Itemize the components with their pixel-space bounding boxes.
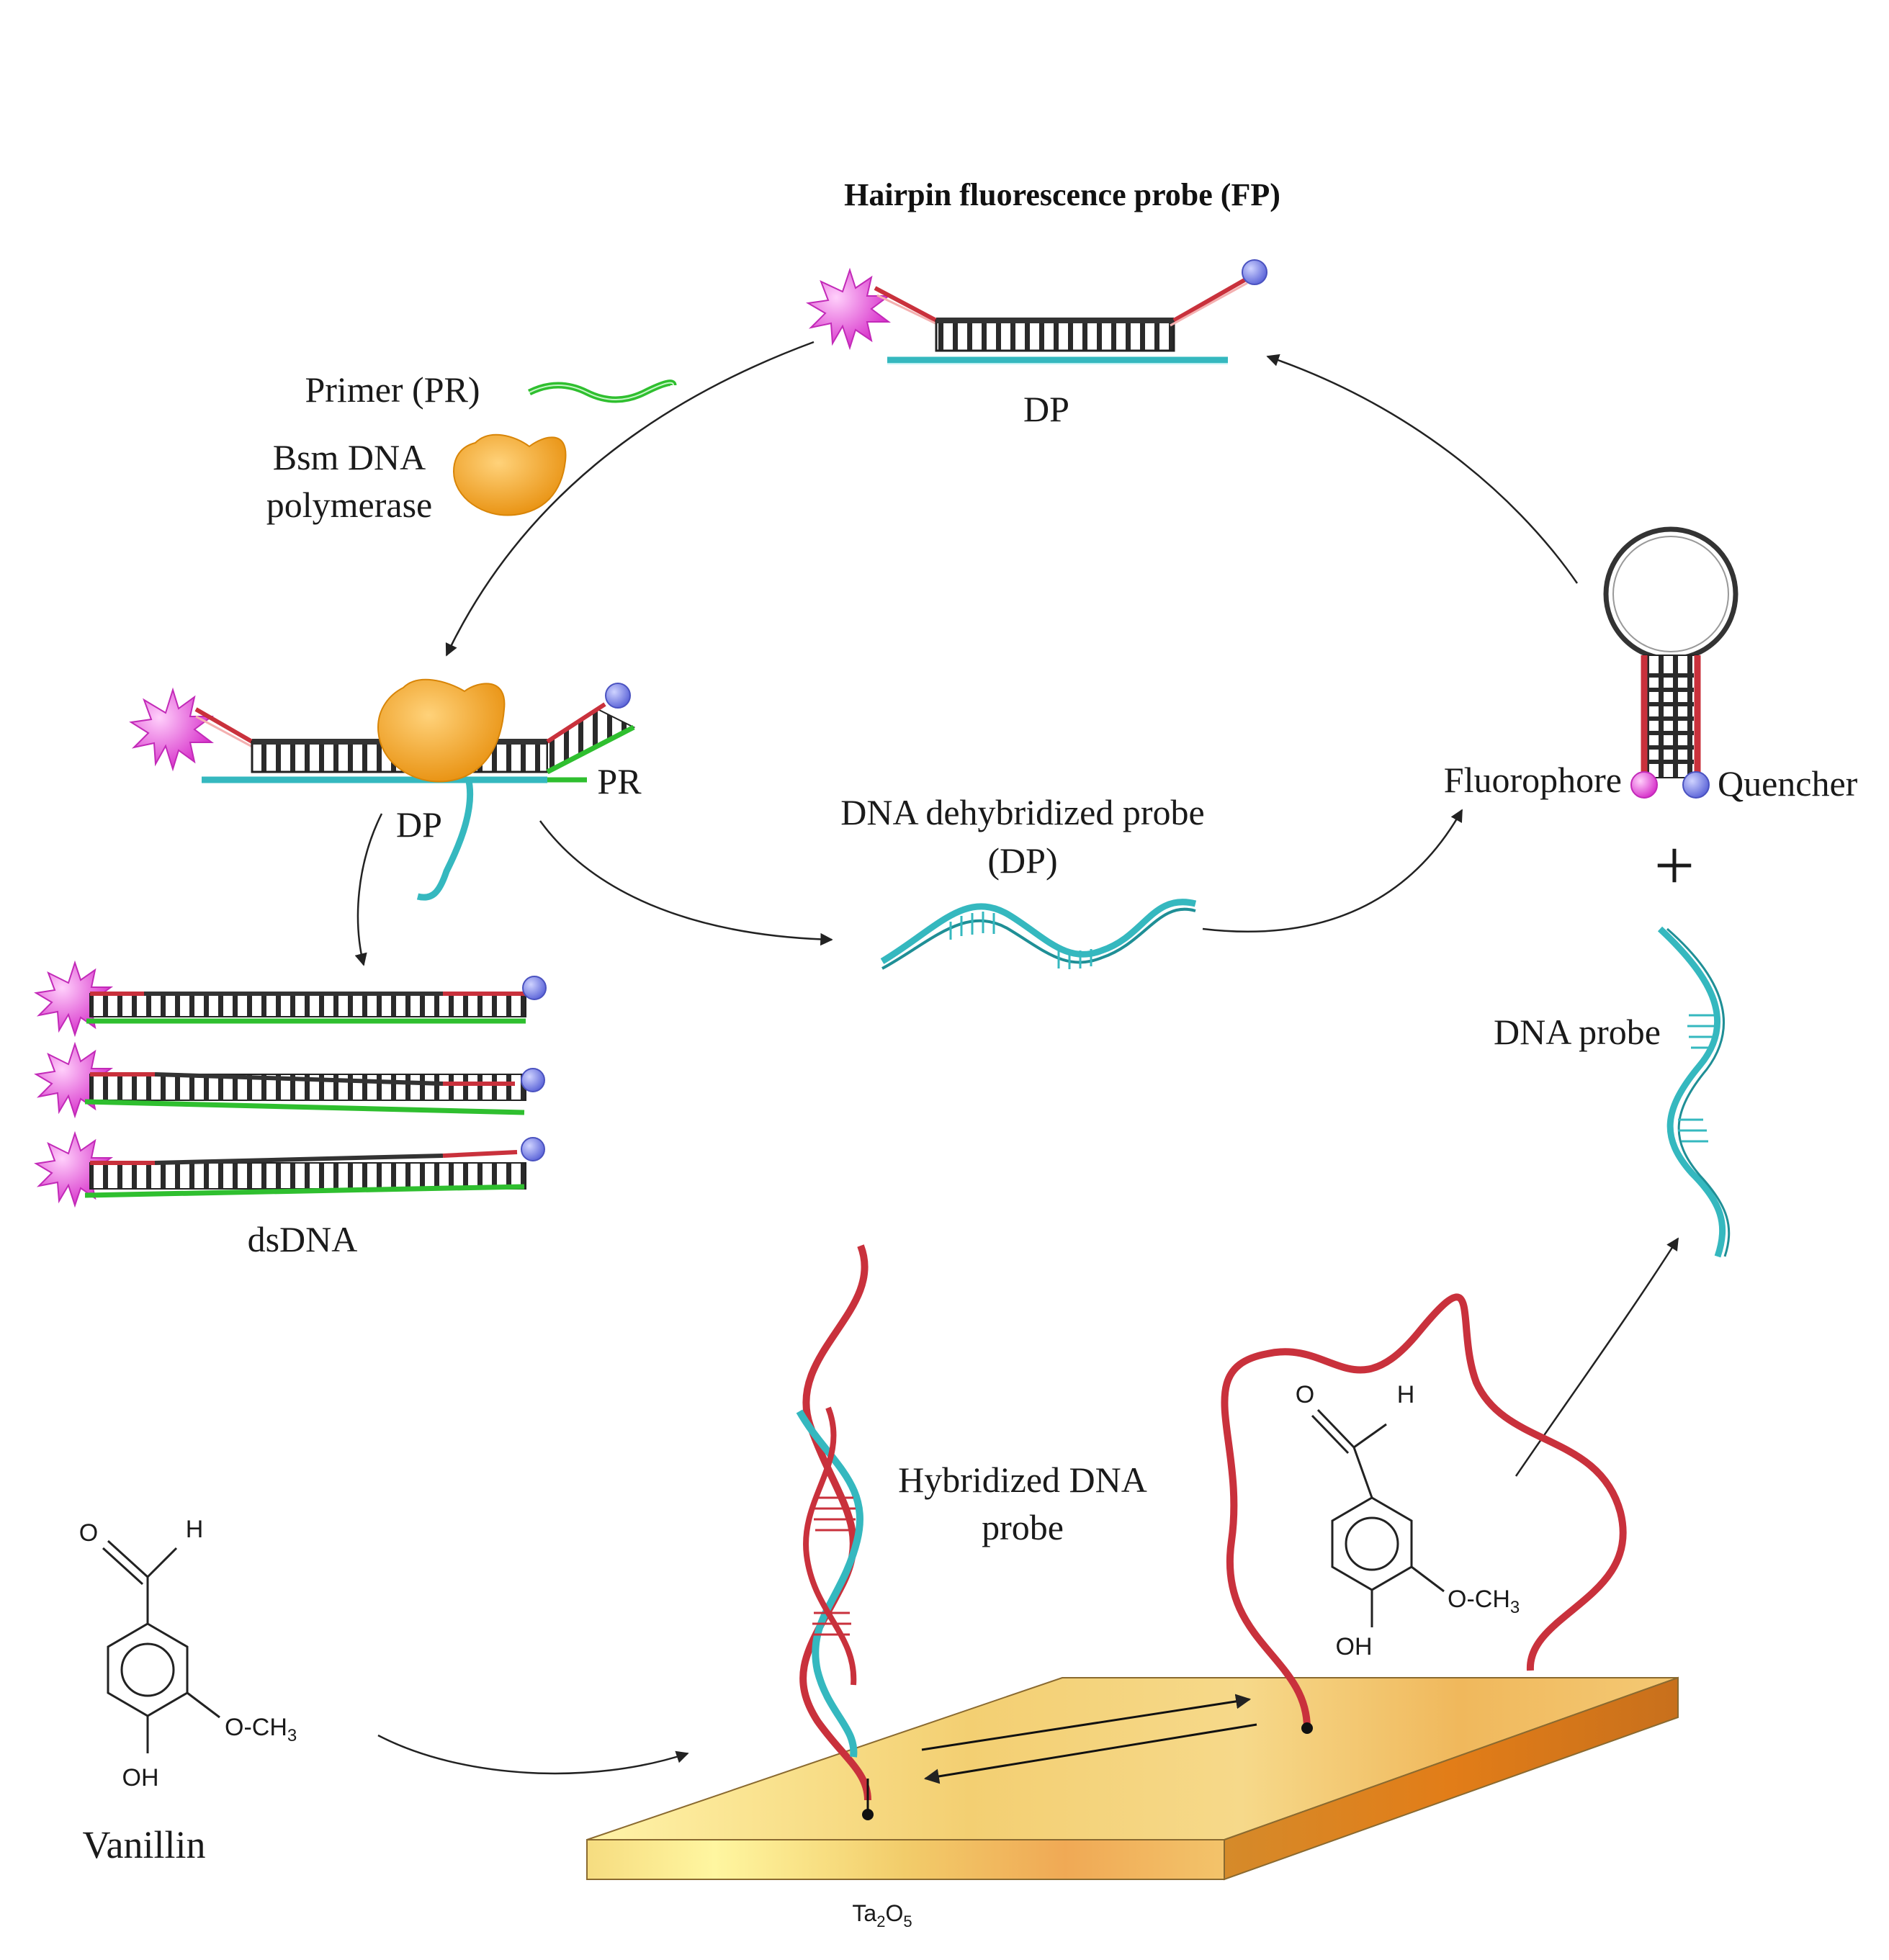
arrow-hairpin-to-fp bbox=[1266, 354, 1579, 584]
vanillin-free-o: O bbox=[79, 1519, 98, 1547]
vanillin-bound-structure bbox=[1311, 1408, 1445, 1627]
dehybridized-label-line1: DNA dehybridized probe bbox=[840, 792, 1204, 832]
arrow-dp-to-hairpin bbox=[1202, 809, 1463, 933]
plus-sign: + bbox=[1654, 825, 1695, 905]
title: Hairpin fluorescence probe (FP) bbox=[844, 177, 1280, 212]
hybridized-dna-probe bbox=[796, 1244, 874, 1820]
fluorophore-label: Fluorophore bbox=[1444, 760, 1622, 800]
dsdna-label: dsDNA bbox=[248, 1219, 358, 1259]
equilibrium-arrows bbox=[921, 1694, 1257, 1784]
dp-top-label: DP bbox=[1023, 389, 1069, 429]
dna-probe-label: DNA probe bbox=[1494, 1012, 1661, 1052]
dp-mid-label: DP bbox=[396, 804, 442, 845]
bsm-label-line2: polymerase bbox=[266, 485, 432, 525]
aptamer-strand bbox=[1221, 1293, 1627, 1734]
dehybridized-label-line2: (DP) bbox=[987, 840, 1057, 881]
extension-complex bbox=[129, 678, 636, 901]
polymerase-enzyme-mid-icon bbox=[377, 678, 506, 783]
hairpin-probe bbox=[1603, 526, 1738, 799]
ta2o5-substrate bbox=[586, 1676, 1679, 1881]
quencher-dot-icon bbox=[1682, 771, 1710, 799]
quencher-top-icon bbox=[1242, 259, 1267, 285]
dna-probe-strand bbox=[1657, 926, 1731, 1258]
hybridized-label-line2: probe bbox=[982, 1507, 1064, 1547]
vanillin-label: Vanillin bbox=[83, 1823, 206, 1866]
arrow-vanillin-to-surface bbox=[377, 1734, 689, 1775]
substrate-label: Ta2O5 bbox=[852, 1900, 912, 1930]
polymerase-enzyme-icon bbox=[452, 433, 567, 516]
fluorophore-dot-icon bbox=[1630, 771, 1658, 799]
fluorophore-star-icon bbox=[806, 267, 891, 351]
vanillin-bound-o: O bbox=[1296, 1381, 1314, 1408]
vanillin-free-structure bbox=[102, 1539, 220, 1753]
top-probe-complex bbox=[806, 259, 1267, 364]
bsm-label-line1: Bsm DNA bbox=[273, 437, 426, 477]
quencher-label: Quencher bbox=[1718, 763, 1858, 804]
vanillin-bound-h: H bbox=[1397, 1381, 1415, 1408]
dp-top-duplex bbox=[935, 319, 1175, 352]
dehybridized-probe-strand bbox=[880, 899, 1197, 970]
arrow-surface-to-dnaprobe bbox=[1515, 1237, 1679, 1477]
dsdna-duplex-3 bbox=[34, 1130, 545, 1208]
hybridized-label-line1: Hybridized DNA bbox=[898, 1460, 1147, 1500]
vanillin-free-oh: OH bbox=[122, 1764, 159, 1792]
pr-label: PR bbox=[597, 761, 642, 801]
primer-label: Primer (PR) bbox=[305, 369, 480, 410]
dsdna-duplex-2 bbox=[34, 1041, 545, 1119]
vanillin-free-h: H bbox=[186, 1516, 204, 1543]
dsdna-duplex-1 bbox=[34, 960, 547, 1038]
vanillin-free-och3: O-CH3 bbox=[225, 1714, 297, 1745]
arrow-to-dsdna bbox=[354, 813, 383, 966]
quencher-mid-icon bbox=[605, 683, 631, 709]
vanillin-bound-oh: OH bbox=[1336, 1633, 1373, 1660]
fluorophore-star-mid-icon bbox=[129, 687, 214, 772]
arrow-to-dehybridized bbox=[539, 820, 833, 946]
vanillin-bound-och3: O-CH3 bbox=[1448, 1586, 1520, 1617]
arrow-fp-to-extension bbox=[445, 341, 815, 657]
dsdna-stack bbox=[34, 960, 547, 1208]
